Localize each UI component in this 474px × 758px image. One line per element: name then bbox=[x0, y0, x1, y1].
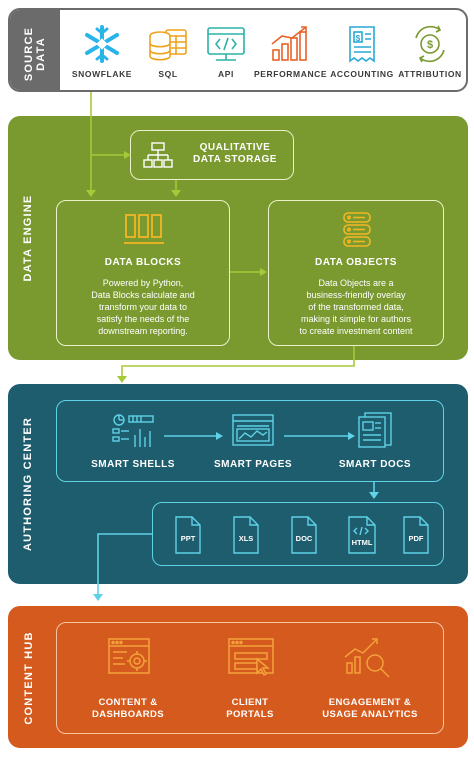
source-item-label: API bbox=[218, 69, 234, 79]
content-hub-box: CONTENT & DASHBOARDS CLIENT PORTALS bbox=[56, 622, 444, 734]
ppt-file-icon: PPT bbox=[175, 516, 201, 554]
source-item-label: SNOWFLAKE bbox=[71, 69, 133, 79]
data-engine-label: DATA ENGINE bbox=[22, 194, 34, 282]
smart-docs-label: SMART DOCS bbox=[338, 459, 412, 470]
hub-label-line2: USAGE ANALYTICS bbox=[322, 709, 418, 720]
data-blocks-icon bbox=[124, 214, 164, 244]
document-stack-icon bbox=[358, 412, 392, 448]
receipt-icon: $ bbox=[349, 26, 375, 63]
content-hub-panel: CONTENT HUB CONTENT & DASHBOARDS bbox=[8, 606, 468, 748]
hub-label-line1: CLIENT bbox=[231, 697, 269, 708]
data-blocks-box: DATA BLOCKS Powered by Python, Data Bloc… bbox=[56, 200, 230, 346]
authoring-center-label: AUTHORING CENTER bbox=[22, 416, 34, 552]
bar-chart-icon bbox=[271, 26, 307, 61]
data-objects-line: of the transformed data, bbox=[308, 302, 404, 312]
source-item-sql: SQL bbox=[132, 24, 204, 79]
source-item-attribution: $ ATTRIBUTION bbox=[394, 24, 466, 79]
snowflake-icon bbox=[85, 25, 119, 63]
data-objects-line: making it simple for authors bbox=[300, 314, 412, 324]
source-item-label: ACCOUNTING bbox=[330, 69, 394, 79]
browser-cursor-icon bbox=[228, 638, 274, 677]
hierarchy-icon bbox=[143, 142, 173, 168]
data-objects-line: business-friendly overlay bbox=[306, 290, 406, 300]
content-dashboards-label: CONTENT & DASHBOARDS bbox=[63, 697, 193, 721]
svg-text:$: $ bbox=[427, 39, 433, 51]
doc-file-icon: DOC bbox=[291, 516, 317, 554]
hub-label-line2: DASHBOARDS bbox=[91, 709, 165, 720]
data-objects-box: DATA OBJECTS Data Objects are a business… bbox=[268, 200, 444, 346]
data-blocks-body: Powered by Python, Data Blocks calculate… bbox=[57, 277, 229, 337]
source-item-performance: PERFORMANCE bbox=[254, 24, 328, 79]
source-item-label: PERFORMANCE bbox=[254, 69, 328, 79]
source-item-api: API bbox=[190, 24, 262, 79]
client-portals-label: CLIENT PORTALS bbox=[185, 697, 315, 721]
hub-label-line1: CONTENT & bbox=[98, 697, 158, 708]
hub-label-line1: ENGAGEMENT & bbox=[328, 697, 412, 708]
source-data-panel: SOURCE DATA SNOWFLAKE bbox=[8, 8, 468, 92]
pdf-file-icon: PDF bbox=[403, 516, 429, 554]
hub-label-line2: PORTALS bbox=[226, 709, 274, 720]
source-label-line2: DATA bbox=[35, 37, 47, 71]
data-blocks-line: downstream reporting. bbox=[98, 326, 188, 336]
data-blocks-line: Data Blocks calculate and bbox=[91, 290, 195, 300]
data-blocks-line: Powered by Python, bbox=[102, 278, 184, 288]
browser-gear-icon bbox=[108, 638, 150, 674]
qualitative-storage-title: QUALITATIVE DATA STORAGE bbox=[181, 142, 289, 166]
source-item-label: ATTRIBUTION bbox=[398, 69, 462, 79]
content-hub-label: CONTENT HUB bbox=[23, 631, 35, 725]
data-objects-title: DATA OBJECTS bbox=[315, 257, 397, 268]
qualitative-storage-line2: DATA STORAGE bbox=[193, 154, 277, 165]
source-data-tab bbox=[10, 10, 60, 90]
qualitative-storage-box: QUALITATIVE DATA STORAGE bbox=[130, 130, 294, 180]
engagement-analytics-label: ENGAGEMENT & USAGE ANALYTICS bbox=[305, 697, 435, 721]
data-engine-panel: DATA ENGINE QUALITATIVE DATA STORAGE bbox=[8, 116, 468, 360]
ppt-label: PPT bbox=[181, 534, 196, 543]
dollar-cycle-icon: $ bbox=[415, 25, 445, 63]
pdf-label: PDF bbox=[409, 534, 424, 543]
smart-shells-label: SMART SHELLS bbox=[91, 459, 175, 470]
data-objects-line: to create investment content bbox=[299, 326, 413, 336]
dashboard-grid-icon bbox=[112, 414, 154, 447]
source-item-label: SQL bbox=[158, 69, 178, 79]
data-objects-body: Data Objects are a business-friendly ove… bbox=[269, 277, 443, 337]
smart-flow-box: SMART SHELLS SMART PAGES bbox=[56, 400, 444, 482]
xls-file-icon: XLS bbox=[233, 516, 259, 554]
browser-chart-icon bbox=[232, 414, 274, 446]
doc-label: DOC bbox=[296, 534, 313, 543]
source-label-line1: SOURCE bbox=[23, 26, 35, 82]
data-blocks-line: satisfy the needs of the bbox=[96, 314, 190, 324]
data-objects-icon bbox=[343, 212, 371, 247]
data-objects-line: Data Objects are a bbox=[318, 278, 394, 288]
data-blocks-title: DATA BLOCKS bbox=[104, 257, 182, 268]
database-icon bbox=[149, 29, 187, 61]
html-label: HTML bbox=[352, 538, 373, 547]
source-item-accounting: $ ACCOUNTING bbox=[326, 24, 398, 79]
smart-pages-label: SMART PAGES bbox=[213, 459, 293, 470]
source-data-label: SOURCE DATA bbox=[23, 15, 47, 90]
xls-label: XLS bbox=[239, 534, 254, 543]
qualitative-storage-line1: QUALITATIVE bbox=[199, 142, 271, 153]
html-file-icon: HTML bbox=[348, 516, 376, 554]
source-item-snowflake: SNOWFLAKE bbox=[66, 24, 138, 79]
api-icon bbox=[207, 27, 245, 61]
output-formats-box: PPT XLS DOC HTML PDF bbox=[152, 502, 444, 566]
analytics-magnifier-icon bbox=[344, 638, 390, 678]
authoring-center-panel: AUTHORING CENTER SMART SHELLS bbox=[8, 384, 468, 584]
data-blocks-line: transform your data to bbox=[98, 302, 188, 312]
svg-text:$: $ bbox=[356, 34, 361, 43]
